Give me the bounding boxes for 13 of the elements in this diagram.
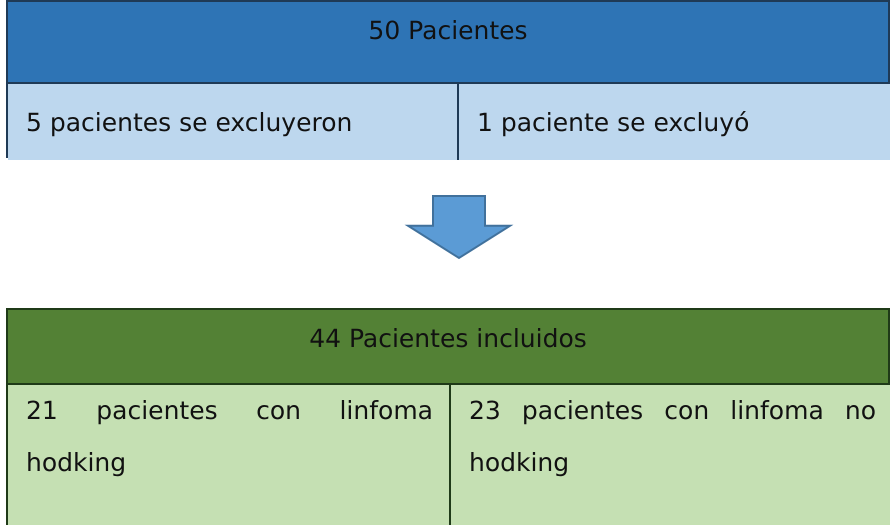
block-arrow — [404, 195, 514, 260]
table-heading: 44 Pacientes incluidos — [308, 323, 588, 355]
cell-text: 21 pacientes con linfoma hodking — [25, 395, 434, 479]
table-cell — [449, 383, 890, 525]
table-cell — [457, 82, 890, 160]
table-cell — [8, 82, 457, 160]
table-cell — [8, 383, 449, 525]
cell-text: 1 paciente se excluyó — [476, 107, 750, 139]
table-box — [6, 308, 890, 525]
cell-text: 23 pacientes con linfoma no hodking — [468, 395, 877, 479]
table-heading: 50 Pacientes — [367, 15, 529, 47]
table-box — [6, 0, 890, 158]
cell-text: 5 pacientes se excluyeron — [25, 107, 354, 139]
